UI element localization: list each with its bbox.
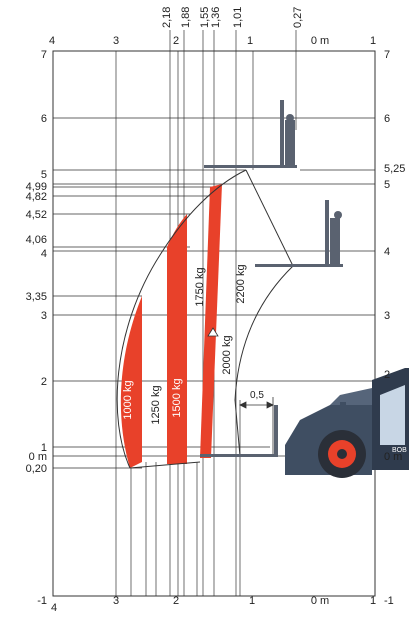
telehandler-machine: BOB — [285, 368, 409, 478]
fork-bottom — [200, 405, 278, 457]
top-axis-label: 0,27 — [292, 7, 304, 28]
machine-arm — [340, 402, 346, 420]
right-axis-label: 2 — [384, 369, 390, 381]
top-axis-label: 1,01 — [232, 7, 244, 28]
right-axis-label: 6 — [384, 113, 390, 125]
left-axis-label: 1 — [41, 442, 47, 454]
bottom-axis-label: 0 m — [311, 595, 329, 607]
top-envelope — [245, 169, 294, 267]
machine-brand-text: BOB — [392, 447, 407, 454]
machine-boom — [330, 388, 372, 405]
left-axis-label: 7 — [41, 49, 47, 61]
top-axis-label: 1,88 — [180, 7, 192, 28]
bottom-axis-label: 1 — [249, 595, 255, 607]
left-axis-label: 0 m — [29, 451, 47, 463]
top-axis-label: 4 — [49, 35, 55, 47]
dimension-0-5 — [239, 397, 274, 456]
right-axis-label: 5,25 — [384, 163, 405, 175]
zone-1000kg-band — [120, 296, 142, 468]
fork-top-pin — [286, 114, 294, 122]
bottom-axis-label: 1 — [370, 595, 376, 607]
outer-envelope — [116, 169, 247, 469]
left-axis-label: 3 — [41, 310, 47, 322]
fork-mid-post — [325, 200, 329, 267]
right-axis-label: -1 — [384, 595, 394, 607]
zone-labels: 1000 kg 1250 kg 1500 kg 1750 kg 2000 kg 2200 … — [122, 264, 247, 424]
left-axis-label: 3,35 — [26, 291, 47, 303]
fork-top — [204, 100, 297, 168]
fork-mid-carriage — [330, 218, 340, 266]
right-axis-label: 7 — [384, 49, 390, 61]
dimension-label: 0,5 — [250, 390, 264, 401]
left-axis-label: 4,82 — [26, 191, 47, 203]
fork-mid-tine — [255, 264, 343, 267]
left-axis-label: 5 — [41, 169, 47, 181]
top-axis-label: 1 — [247, 35, 253, 47]
left-axis-label: 4,52 — [26, 209, 47, 221]
left-axis-label: 0,20 — [26, 463, 47, 475]
zone-label: 1000 kg — [122, 380, 134, 419]
right-axis-label: 0 m — [384, 451, 402, 463]
fork-top-carriage — [285, 120, 295, 168]
zone-1750kg-band — [200, 184, 222, 458]
wheel-hub — [337, 449, 347, 459]
zone-label: 1750 kg — [194, 267, 206, 306]
left-axis-label: 2 — [41, 376, 47, 388]
fork-top-post — [280, 100, 284, 168]
top-axis-label: 1,55 — [199, 7, 211, 28]
inner-envelope — [234, 265, 294, 457]
left-axis-label: 6 — [41, 113, 47, 125]
top-axis-label: 1,36 — [210, 7, 222, 28]
bottom-envelope — [129, 461, 201, 469]
fork-mid-pin — [334, 211, 342, 219]
zone-label: 1250 kg — [150, 385, 162, 424]
triangle-marker-icon — [207, 327, 219, 337]
load-zones — [120, 184, 222, 468]
top-axis-label: 2,18 — [161, 7, 173, 28]
fork-top-tine — [204, 165, 297, 168]
zone-label: 1500 kg — [171, 378, 183, 417]
left-axis-label: 4 — [41, 248, 47, 260]
bottom-axis-label: 3 — [113, 595, 119, 607]
fork-bottom-post — [274, 405, 278, 457]
zone-label: 2000 kg — [221, 335, 233, 374]
left-axis-label: 4,06 — [26, 234, 47, 246]
left-axis-label: 4,99 — [26, 181, 47, 193]
right-axis-label: 3 — [384, 310, 390, 322]
bottom-axis-label: 2 — [173, 595, 179, 607]
top-axis-label: 3 — [113, 35, 119, 47]
left-axis-label: -1 — [37, 595, 47, 607]
vertical-grid — [115, 30, 297, 596]
zone-1500kg-band — [167, 214, 187, 464]
top-axis-label: 0 m — [311, 35, 329, 47]
top-axis-label: 1 — [370, 35, 376, 47]
machine-cab-window — [380, 385, 405, 445]
top-axis-label: 2 — [173, 35, 179, 47]
envelope-curves — [116, 169, 294, 469]
fork-bottom-tine — [200, 454, 278, 457]
fork-mid — [255, 200, 343, 267]
bottom-axis-label: 4 — [51, 602, 57, 614]
zone-label: 2200 kg — [235, 264, 247, 303]
right-axis-label: 4 — [384, 246, 390, 258]
right-axis-label: 5 — [384, 179, 390, 191]
